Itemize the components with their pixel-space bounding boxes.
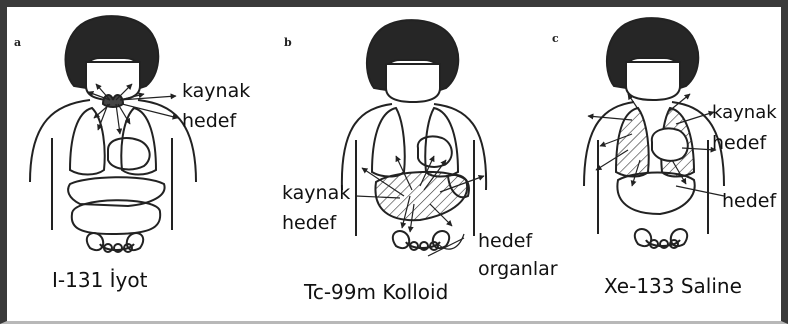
liver-a <box>68 177 164 206</box>
face-c <box>626 62 680 100</box>
lung-left-b <box>372 108 405 177</box>
lung-left-a <box>70 108 105 175</box>
label-target2-c: hedef <box>722 192 776 211</box>
body-figure-b <box>342 20 486 250</box>
label-target-a: hedef <box>182 112 236 131</box>
label-source-a: kaynak <box>182 82 250 101</box>
label-source-c: kaynak <box>712 104 777 122</box>
liver-b <box>375 172 467 220</box>
kidney-left-a <box>87 233 103 250</box>
body-figure-c <box>584 18 724 248</box>
label-target-b: hedef <box>282 214 336 233</box>
caption-a: I-131 İyot <box>52 270 147 290</box>
label-target-organs-b-2: organlar <box>478 260 558 279</box>
heart-b <box>418 136 452 166</box>
panel-letter-b: b <box>284 36 292 49</box>
panel-letter-a: a <box>14 36 21 49</box>
caption-b: Tc-99m Kolloid <box>304 282 448 302</box>
caption-c: Xe-133 Saline <box>604 276 742 296</box>
heart-a <box>108 138 150 169</box>
kidney-left-b <box>393 231 409 248</box>
label-source-b: kaynak <box>282 184 350 203</box>
leader-lines-c <box>676 186 724 196</box>
label-target-organs-b-1: hedef <box>478 232 532 251</box>
lung-left-c <box>616 108 649 177</box>
label-target-c: hedef <box>712 134 766 153</box>
face-b <box>386 64 440 102</box>
body-figure-a <box>30 16 196 252</box>
panel-letter-c: c <box>552 32 559 45</box>
heart-c <box>652 129 688 161</box>
